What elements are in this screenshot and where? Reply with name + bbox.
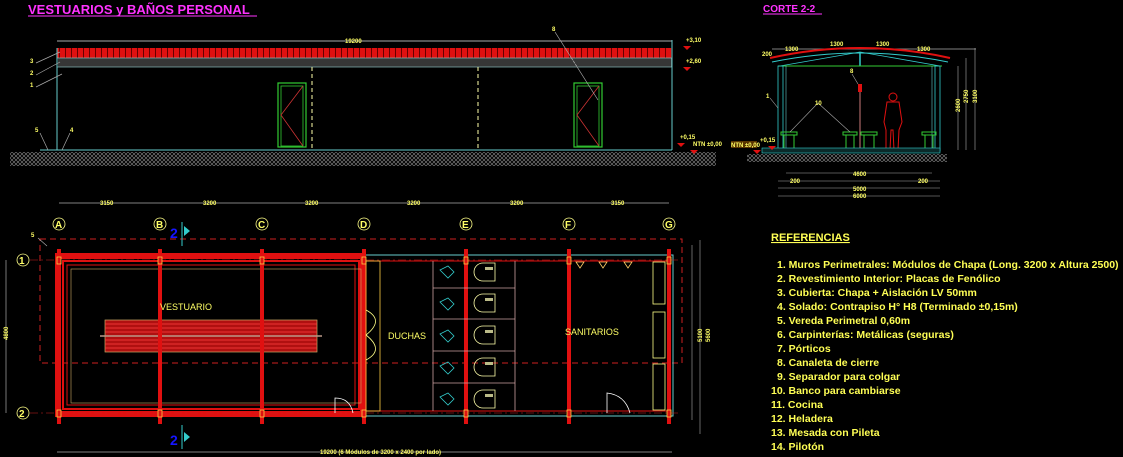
col-dim-5: 3200 xyxy=(510,201,524,207)
col-dim-2: 3200 xyxy=(203,201,217,207)
callout-1: 1 xyxy=(30,83,34,89)
col-dim-1: 3150 xyxy=(100,201,114,207)
section-mark-top: 2 xyxy=(170,222,190,246)
col-dim-3: 3200 xyxy=(305,201,319,207)
plan-right-dim-2: 5600 xyxy=(706,328,712,342)
elevation-title: VESTUARIOS y BAÑOS PERSONAL xyxy=(28,2,250,17)
person-icon xyxy=(883,92,903,151)
callout-4: 4 xyxy=(70,128,74,134)
reference-item: 8. Canaleta de cierre xyxy=(777,357,879,369)
callout-2: 2 xyxy=(30,71,34,77)
section-title: CORTE 2-2 xyxy=(763,4,816,15)
lockers xyxy=(652,261,666,411)
door-elevation-right xyxy=(573,82,603,148)
reference-item: 2. Revestimiento Interior: Placas de Fen… xyxy=(777,273,1000,285)
height-dim-3: 3100 xyxy=(973,89,979,103)
roof-sheet xyxy=(57,48,672,58)
elevation-view: VESTUARIOS y BAÑOS PERSONAL 19200 +3,10 xyxy=(10,2,723,166)
shower-door xyxy=(365,309,376,361)
door-vestuario xyxy=(334,397,354,414)
bottom-dim-4600: 4600 xyxy=(853,172,867,178)
level-eave: +2,60 xyxy=(686,59,702,65)
side-dim-left: 200 xyxy=(790,179,801,185)
reference-item: 14. Pilotón xyxy=(771,441,824,453)
bottom-dim-6000: 6000 xyxy=(853,194,867,200)
reference-item: 9. Separador para colgar xyxy=(777,371,900,383)
side-dim-right: 200 xyxy=(918,179,929,185)
reference-item: 1. Muros Perimetrales: Módulos de Chapa … xyxy=(777,259,1119,271)
level-floor: +0,15 xyxy=(680,135,696,141)
reference-item: 7. Pórticos xyxy=(777,343,831,355)
col-dim-6: 3150 xyxy=(611,201,625,207)
roof-dim-4: 1300 xyxy=(917,47,931,53)
reference-item: 11. Cocina xyxy=(771,399,823,411)
floor-plan: 3150 3200 3200 3200 3200 3150 A B C D E … xyxy=(4,201,712,456)
elevation-total-dim: 19200 xyxy=(345,39,362,45)
eave-dim: 200 xyxy=(762,52,773,58)
room-duchas: DUCHAS xyxy=(388,331,426,341)
section-callout-10: 10 xyxy=(815,101,822,107)
plan-total-dim: 19200 (6 Módulos de 3200 x 2400 por lado… xyxy=(320,450,441,456)
svg-text:2: 2 xyxy=(170,225,178,241)
svg-text:2: 2 xyxy=(170,432,178,448)
bottom-dim-5000: 5000 xyxy=(853,187,867,193)
roof-dim-2: 1300 xyxy=(830,42,844,48)
height-dim-1: 2600 xyxy=(956,98,962,112)
door-sanitarios xyxy=(606,392,631,414)
axis-2: 2 xyxy=(19,409,25,420)
axis-d: D xyxy=(360,220,367,231)
section-mark-bottom: 2 xyxy=(170,425,190,449)
central-bench xyxy=(100,319,322,353)
col-dim-4: 3200 xyxy=(407,201,421,207)
reference-item: 10. Banco para cambiarse xyxy=(771,385,901,397)
grid-axes: A B C D E F G 1 2 xyxy=(16,217,676,420)
axis-1: 1 xyxy=(19,256,25,267)
axis-f: F xyxy=(565,220,571,231)
level-top: +3,10 xyxy=(686,38,702,44)
references-heading: REFERENCIAS xyxy=(771,232,850,244)
roof-insulation xyxy=(56,57,673,68)
reference-item: 5. Vereda Perimetral 0,60m xyxy=(777,315,910,327)
plan-left-dim: 4800 xyxy=(4,326,10,340)
level-terrain: NTN ±0,00 xyxy=(693,142,723,148)
height-dim-2: 2750 xyxy=(964,89,970,103)
axis-e: E xyxy=(462,220,469,231)
axis-b: B xyxy=(156,220,163,231)
callout-3: 3 xyxy=(30,59,34,65)
ground-hatch xyxy=(10,152,716,166)
callout-5: 5 xyxy=(35,128,39,134)
plan-right-dim-1: 5100 xyxy=(698,328,704,342)
reference-item: 13. Mesada con Pileta xyxy=(771,427,880,439)
plan-callout-5: 5 xyxy=(31,233,35,239)
room-vestuario: VESTUARIO xyxy=(160,302,212,312)
roof-dim-3: 1300 xyxy=(876,42,890,48)
reference-item: 12. Heladera xyxy=(771,413,833,425)
room-sanitarios: SANITARIOS xyxy=(565,327,619,337)
toilet-stalls xyxy=(432,261,516,411)
reference-item: 4. Solado: Contrapiso H° H8 (Terminado ±… xyxy=(777,301,1018,313)
urinals xyxy=(575,261,633,269)
section-level-floor: +0,15 xyxy=(760,138,776,144)
references-legend: REFERENCIAS 1. Muros Perimetrales: Módul… xyxy=(771,232,1119,453)
axis-g: G xyxy=(665,220,673,231)
section-view: CORTE 2-2 1300 1300 1300 1300 200 xyxy=(731,4,979,200)
door-elevation-left xyxy=(277,82,307,148)
callout-8: 8 xyxy=(552,27,556,33)
section-level-terrain: NTN ±0,00 xyxy=(731,143,761,149)
reference-item: 3. Cubierta: Chapa + Aislación LV 50mm xyxy=(777,287,977,299)
section-callout-8: 8 xyxy=(850,69,854,75)
bench-icon xyxy=(780,131,937,150)
roof-dim-1: 1300 xyxy=(785,47,799,53)
reference-item: 6. Carpinterías: Metálicas (seguras) xyxy=(777,329,954,341)
axis-c: C xyxy=(258,220,265,231)
axis-a: A xyxy=(55,220,62,231)
section-callout-1: 1 xyxy=(766,94,770,100)
